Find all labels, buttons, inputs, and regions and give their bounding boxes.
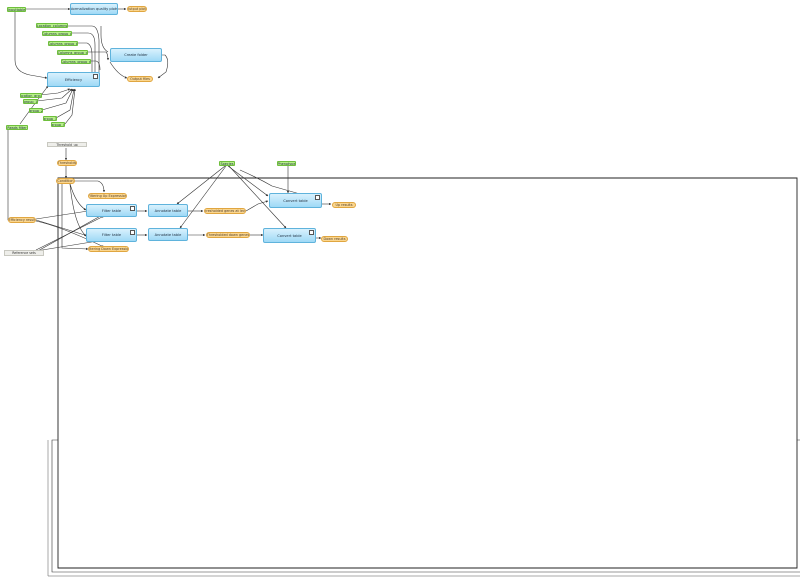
edge [69, 183, 87, 237]
param-threshold[interactable]: Threshold_up [47, 142, 87, 147]
process-filter-table-2[interactable]: Filter table [86, 228, 137, 242]
input-columns-group-a[interactable]: Columns_group_a [42, 31, 72, 36]
edge [64, 88, 76, 125]
input-species[interactable]: Species [219, 161, 235, 166]
edge [245, 200, 269, 212]
process-convert-table-2[interactable]: Convert table [263, 228, 316, 243]
input-location-columns[interactable]: Location_columns [36, 23, 68, 28]
edge [176, 165, 226, 205]
edge [74, 180, 106, 193]
edge [88, 51, 110, 61]
edge [35, 210, 89, 220]
output-files[interactable]: Output files [127, 76, 153, 82]
output-efficiency-result[interactable]: Efficiency result [8, 217, 36, 223]
edge [14, 12, 48, 79]
input-phenotype[interactable]: Phenotype [277, 161, 296, 166]
edge [68, 25, 101, 77]
process-annotate-table-2[interactable]: Annotate table [148, 228, 188, 241]
edge [78, 42, 94, 77]
loop-return-edge [51, 439, 800, 573]
edge [41, 88, 74, 111]
settings-icon [309, 230, 314, 235]
edge [239, 169, 301, 195]
output-plots[interactable]: Output plots [127, 6, 147, 12]
edge [35, 220, 105, 248]
process-annotate-table-1[interactable]: Annotate table [148, 204, 188, 217]
settings-icon [130, 230, 135, 235]
loop-return-edge-2 [47, 440, 800, 577]
output-thresholded-up[interactable]: Thresholded genes at level [204, 208, 246, 214]
output-thresholded-down[interactable]: Thresholded down genes [206, 232, 250, 238]
output-thresholds[interactable]: Thresholds [57, 160, 77, 166]
edge [227, 165, 269, 197]
settings-icon [93, 74, 98, 79]
input-columns-group-d[interactable]: Columns_group_d [61, 59, 91, 64]
edge [69, 183, 87, 211]
output-down-results[interactable]: Down results [321, 236, 348, 242]
edge [157, 54, 169, 79]
input-columns-group-b[interactable]: Columns_group_b [48, 41, 78, 46]
output-filtering-down[interactable]: Filtering Down Expression [88, 246, 129, 252]
output-up-results[interactable]: Up results [332, 202, 356, 208]
edge [109, 61, 128, 79]
edge [179, 165, 227, 229]
input-reads-filter[interactable]: Reads filter [6, 125, 28, 130]
process-create-folder[interactable]: Create folder [110, 48, 162, 62]
input-group-4[interactable]: group_4 [51, 122, 65, 127]
param-reference-sets[interactable]: Reference sets [4, 250, 44, 256]
edge [36, 88, 73, 102]
edge [228, 165, 287, 229]
input-group-1[interactable]: group_1 [23, 99, 38, 104]
input-inputtable[interactable]: Inputtable [7, 7, 26, 12]
settings-icon [315, 195, 320, 200]
output-condition[interactable]: Condition [56, 178, 75, 184]
edge [61, 184, 89, 251]
input-group-2[interactable]: group_2 [29, 108, 43, 113]
settings-icon [130, 206, 135, 211]
process-filter-table-1[interactable]: Filter table [86, 204, 137, 217]
edge [55, 88, 75, 119]
edge [72, 32, 97, 77]
edge [39, 88, 71, 96]
edge [35, 213, 105, 253]
loop-frame [57, 177, 798, 569]
edge [90, 60, 101, 71]
edge [19, 85, 49, 125]
process-efficiency[interactable]: Efficiency [47, 72, 100, 87]
input-location-group[interactable]: Location_group [20, 93, 42, 98]
edge [100, 26, 109, 53]
edge [35, 219, 89, 237]
input-group-3[interactable]: group_3 [43, 116, 57, 121]
process-convert-table-1[interactable]: Convert table [269, 193, 322, 208]
input-columns-group-c[interactable]: Columns_group_c [57, 50, 88, 55]
process-normalization[interactable]: Normalization quality plots [70, 3, 118, 15]
output-filtering-up[interactable]: Filtering Up Expression [88, 193, 127, 199]
